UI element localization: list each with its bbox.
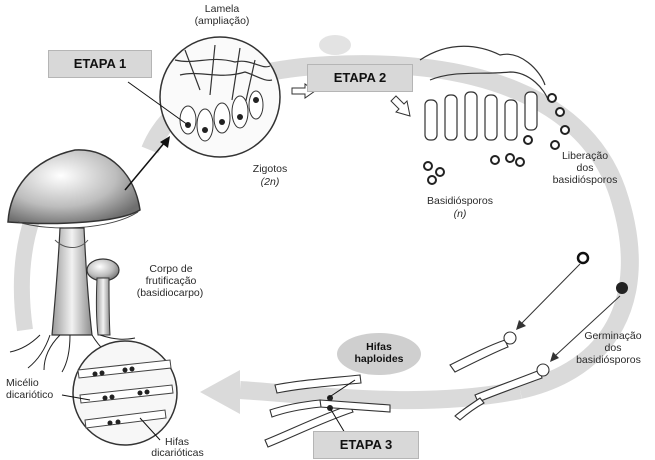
germination-label-1: Germinação (584, 330, 642, 342)
fruiting-body-label-3: (basidiocarpo) (136, 287, 204, 299)
germinating-spores (449, 251, 628, 421)
release-label-3: basidiósporos (552, 174, 618, 186)
haploid-hyphae-line1: Hifas (366, 341, 392, 353)
zygotes-label: Zigotos (252, 163, 288, 175)
stage-3-label: ETAPA 3 (313, 431, 419, 459)
hyphae-fusion (264, 374, 391, 448)
lamella-subtitle: (ampliação) (194, 15, 250, 27)
germination-label-2: dos (604, 342, 622, 354)
basidia-cluster (419, 45, 570, 185)
basidiospores-ploidy: (n) (453, 208, 467, 220)
dikaryotic-hyphae-label-2: dicarióticas (151, 447, 204, 459)
haploid-hyphae-bubble: Hifas haploides (337, 333, 421, 375)
mushroom (7, 149, 141, 373)
basidiospores-label: Basidiósporos (427, 195, 493, 207)
release-label-1: Liberação (561, 150, 609, 162)
lamella-title: Lamela (204, 3, 240, 15)
mycelium-enlargement (72, 340, 178, 446)
stage-1-label: ETAPA 1 (48, 50, 152, 78)
mushroom-to-lamella-arrow (124, 141, 166, 191)
cycle-arrowhead-bottom (200, 370, 240, 414)
mycelium-label-1: Micélio (6, 377, 39, 389)
zygotes-ploidy: (2n) (260, 176, 280, 188)
fruiting-body-label-1: Corpo de (149, 263, 193, 275)
dikaryotic-hyphae-label-1: Hifas (165, 436, 189, 448)
release-label-2: dos (576, 162, 594, 174)
germination-label-3: basidiósporos (576, 354, 641, 366)
fruiting-body-label-2: frutificação (145, 275, 197, 287)
pointer-lines (61, 81, 356, 441)
haploid-hyphae-line2: haploides (354, 353, 404, 365)
stage-2-label: ETAPA 2 (307, 64, 413, 92)
mycelium-label-2: dicariótico (6, 389, 54, 401)
lamella-enlargement (159, 36, 281, 158)
